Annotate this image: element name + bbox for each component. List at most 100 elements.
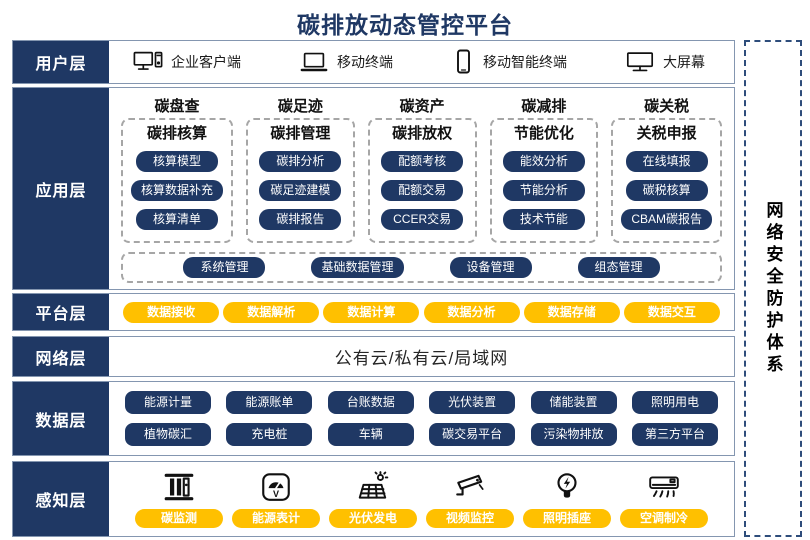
perception-item-lighting: 照明插座 — [523, 468, 611, 528]
app-column-carbon-tariff: 碳关税 关税申报 在线填报 碳税核算 CBAM碳报告 — [611, 95, 722, 243]
user-item-big-screen: 大屏幕 — [625, 50, 705, 74]
app-common-button: 基础数据管理 — [311, 257, 404, 278]
app-button: 在线填报 — [625, 151, 708, 172]
platform-buttons: 数据接收 数据解析 数据计算 数据分析 数据存储 数据交互 — [109, 294, 734, 330]
perception-item-aircon: 空调制冷 — [620, 468, 708, 528]
layer-row-application: 应用层 碳盘查 碳排核算 核算模型 核算数据补充 核算清单 碳足迹 — [12, 87, 735, 290]
app-common-button: 组态管理 — [577, 257, 660, 278]
layer-label-perception: 感知层 — [13, 462, 109, 536]
layer-row-data: 数据层 能源计量 能源账单 台账数据 光伏装置 储能装置 照明用电 植物碳汇 充… — [12, 381, 735, 456]
data-source-grid: 能源计量 能源账单 台账数据 光伏装置 储能装置 照明用电 植物碳汇 充电桩 车… — [109, 382, 734, 455]
app-button: 核算模型 — [136, 151, 218, 172]
app-column-box: 碳排核算 核算模型 核算数据补充 核算清单 — [121, 118, 234, 243]
app-column-subtitle: 碳排管理 — [270, 125, 331, 142]
app-button: 配额交易 — [381, 180, 464, 201]
layer-label-network: 网络层 — [13, 337, 109, 376]
desktop-pc-icon — [133, 50, 163, 74]
layer-row-platform: 平台层 数据接收 数据解析 数据计算 数据分析 数据存储 数据交互 — [12, 293, 735, 331]
app-button: 核算数据补充 — [131, 180, 224, 201]
app-column-box: 节能优化 能效分析 节能分析 技术节能 — [489, 118, 599, 243]
carbon-monitor-icon — [162, 468, 196, 506]
perception-label: 空调制冷 — [620, 509, 708, 528]
app-button: 技术节能 — [502, 209, 585, 230]
data-source-chip: 碳交易平台 — [429, 423, 516, 446]
app-button: 节能分析 — [502, 180, 585, 201]
perception-item-carbon-monitor: 碳监测 — [135, 468, 223, 528]
perception-items: 碳监测 V 能源表计 — [109, 462, 734, 536]
perception-label: 能源表计 — [232, 509, 320, 528]
solar-panel-icon — [356, 468, 390, 506]
data-source-chip: 台账数据 — [327, 391, 414, 414]
app-column-header: 碳盘查 — [154, 98, 200, 115]
app-column-subtitle: 节能优化 — [513, 125, 574, 142]
user-item-label: 移动智能终端 — [483, 54, 567, 70]
app-button: 碳排分析 — [259, 151, 342, 172]
platform-button: 数据计算 — [323, 301, 420, 323]
data-source-chip: 储能装置 — [530, 391, 617, 414]
page-title: 碳排放动态管控平台 — [297, 12, 513, 38]
user-item-label: 企业客户端 — [171, 54, 241, 70]
app-column-subtitle: 关税申报 — [636, 125, 697, 142]
perception-label: 光伏发电 — [329, 509, 417, 528]
app-column-box: 碳排放权 配额考核 配额交易 CCER交易 — [367, 118, 477, 243]
layer-label-platform: 平台层 — [13, 294, 109, 330]
user-item-enterprise-client: 企业客户端 — [133, 50, 241, 74]
data-source-row: 植物碳汇 充电桩 车辆 碳交易平台 污染物排放 第三方平台 — [125, 423, 718, 446]
layer-label-data: 数据层 — [13, 382, 109, 455]
app-button: 碳税核算 — [625, 180, 708, 201]
laptop-icon — [299, 50, 329, 74]
layer-label-application: 应用层 — [13, 88, 109, 289]
data-source-chip: 能源计量 — [125, 391, 211, 414]
app-column-box: 碳排管理 碳排分析 碳足迹建模 碳排报告 — [246, 118, 355, 243]
data-source-chip: 污染物排放 — [530, 423, 617, 446]
data-source-row: 能源计量 能源账单 台账数据 光伏装置 储能装置 照明用电 — [125, 391, 718, 414]
svg-text:V: V — [273, 489, 279, 499]
app-column-header: 碳减排 — [521, 98, 567, 115]
app-button: 能效分析 — [502, 151, 585, 172]
perception-label: 视频监控 — [426, 509, 514, 528]
data-source-chip: 充电桩 — [226, 423, 313, 446]
app-column-header: 碳关税 — [644, 98, 690, 115]
app-button: CCER交易 — [381, 209, 464, 230]
platform-button: 数据接收 — [123, 301, 220, 323]
app-column-subtitle: 碳排放权 — [392, 125, 453, 142]
platform-button: 数据分析 — [423, 301, 520, 323]
application-columns: 碳盘查 碳排核算 核算模型 核算数据补充 核算清单 碳足迹 碳排管理 碳排分析 — [121, 95, 722, 243]
perception-label: 碳监测 — [135, 509, 223, 528]
user-item-label: 移动终端 — [337, 54, 393, 70]
user-layer-items: 企业客户端 移动终端 — [109, 41, 734, 83]
app-button: 碳排报告 — [259, 209, 342, 230]
app-common-button: 系统管理 — [183, 257, 266, 278]
perception-label: 照明插座 — [523, 509, 611, 528]
perception-item-cctv: 视频监控 — [426, 468, 514, 528]
smartphone-icon — [451, 49, 475, 75]
app-button: 碳足迹建模 — [259, 180, 342, 201]
cctv-camera-icon — [453, 468, 487, 506]
perception-item-energy-meter: V 能源表计 — [232, 468, 320, 528]
security-panel-label: 网络安全防护体系 — [763, 200, 783, 377]
app-common-management-box: 系统管理 基础数据管理 设备管理 组态管理 — [121, 252, 722, 283]
big-screen-icon — [625, 50, 655, 74]
perception-item-solar: 光伏发电 — [329, 468, 417, 528]
energy-meter-icon: V — [259, 468, 293, 506]
app-column-carbon-asset: 碳资产 碳排放权 配额考核 配额交易 CCER交易 — [367, 95, 477, 243]
air-conditioner-icon — [647, 468, 681, 506]
app-column-carbon-inventory: 碳盘查 碳排核算 核算模型 核算数据补充 核算清单 — [121, 95, 234, 243]
app-column-carbon-footprint: 碳足迹 碳排管理 碳排分析 碳足迹建模 碳排报告 — [246, 95, 355, 243]
app-button: 核算清单 — [136, 209, 218, 230]
security-panel: 网络安全防护体系 — [744, 40, 802, 537]
layer-row-perception: 感知层 碳监测 — [12, 461, 735, 537]
app-button: 配额考核 — [381, 151, 464, 172]
network-cloud-text: 公有云/私有云/局域网 — [334, 349, 509, 368]
app-column-subtitle: 碳排核算 — [147, 125, 208, 142]
app-common-button: 设备管理 — [449, 257, 532, 278]
platform-button: 数据存储 — [523, 301, 620, 323]
app-column-header: 碳资产 — [399, 98, 445, 115]
data-source-chip: 能源账单 — [226, 391, 313, 414]
data-source-chip: 第三方平台 — [631, 423, 718, 446]
data-source-chip: 光伏装置 — [429, 391, 516, 414]
app-column-header: 碳足迹 — [277, 98, 323, 115]
platform-button: 数据解析 — [223, 301, 320, 323]
light-bulb-icon — [550, 468, 584, 506]
